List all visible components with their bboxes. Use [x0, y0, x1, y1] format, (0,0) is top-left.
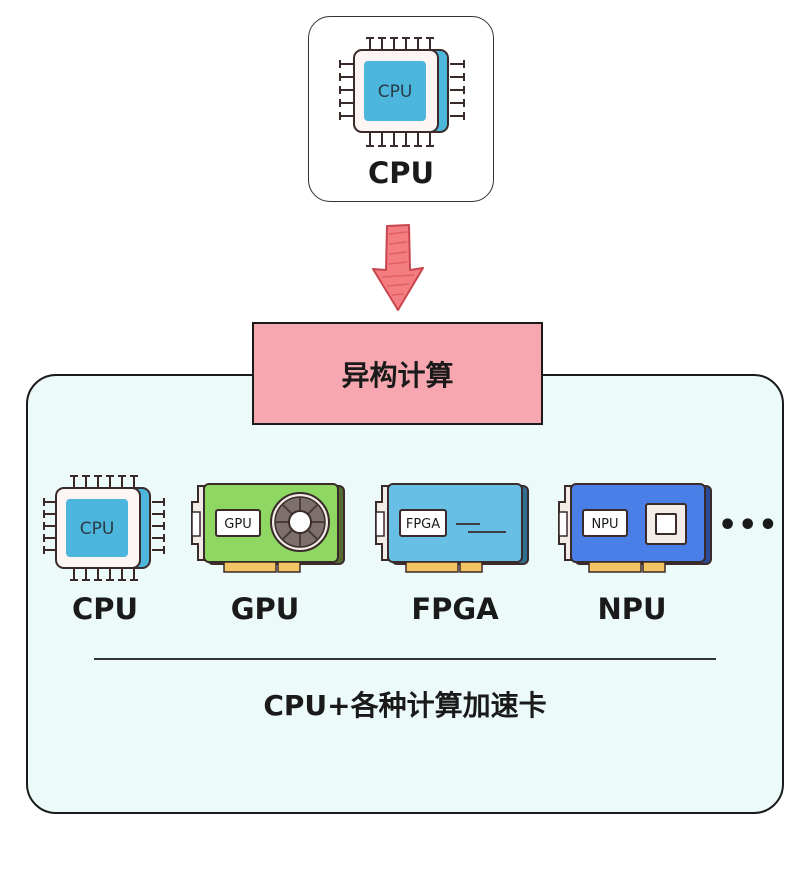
device-label-npu: NPU	[597, 592, 667, 626]
heterogeneous-computing-box: 异构计算	[252, 322, 543, 425]
npu-chip-text: NPU	[591, 517, 618, 532]
cpu-chip-text: CPU	[80, 519, 115, 539]
device-label-cpu: CPU	[71, 592, 139, 626]
gpu-card-icon: GPU	[191, 483, 345, 573]
panel-caption: CPU+各种计算加速卡	[263, 689, 547, 722]
cpu-chip-icon: CPU	[43, 475, 165, 581]
accelerator-panel	[26, 374, 784, 814]
fpga-chip-text: FPGA	[406, 517, 440, 532]
divider-line	[94, 658, 716, 660]
top-chip-text: CPU	[378, 82, 413, 102]
device-label-gpu: GPU	[230, 592, 300, 626]
top-cpu-label: CPU	[367, 156, 435, 190]
npu-card-icon: NPU	[558, 483, 712, 573]
cpu-chip-icon: CPU	[339, 37, 465, 147]
gpu-chip-text: GPU	[224, 517, 251, 532]
more-devices-ellipsis: •••	[718, 508, 779, 543]
device-label-fpga: FPGA	[411, 592, 499, 626]
fpga-card-icon: FPGA	[375, 483, 529, 573]
down-arrow-icon	[372, 224, 424, 311]
